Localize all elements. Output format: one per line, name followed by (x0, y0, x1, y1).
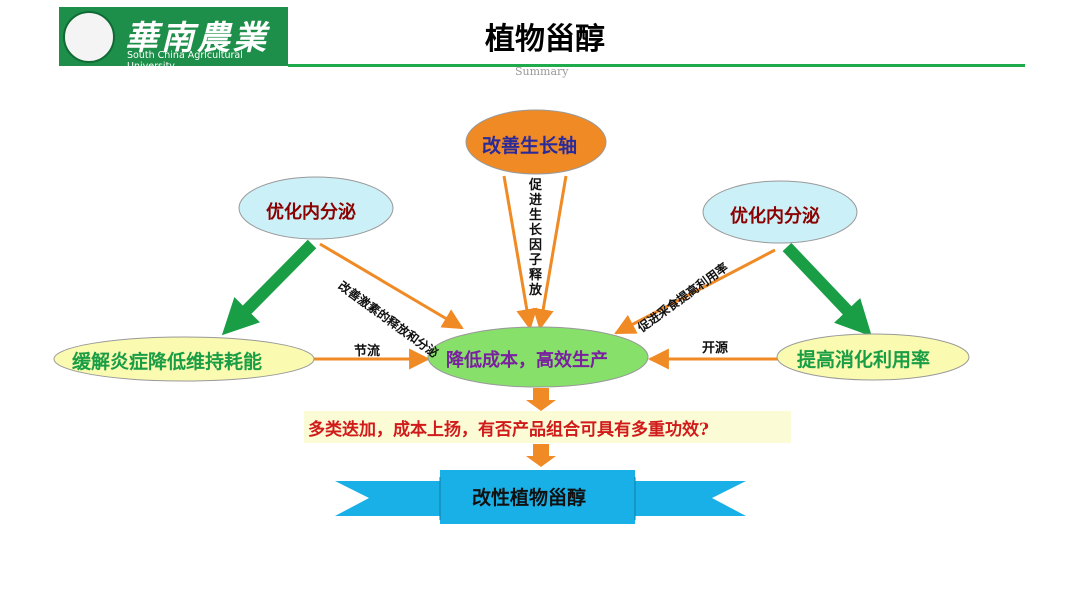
top-center-edge-label: 促进生长因子释放 (528, 178, 542, 298)
question-band (304, 411, 791, 443)
node-right-top-label: 优化内分泌 (730, 206, 820, 227)
page-subtitle: Summary (515, 65, 569, 78)
node-left (53, 336, 315, 382)
down-arrow-1 (526, 388, 556, 411)
top-arrow-left (502, 175, 538, 331)
right-diag-arrow (614, 248, 776, 335)
node-left-top-label: 优化内分泌 (266, 202, 356, 223)
left-arrow-label: 节流 (354, 344, 381, 359)
left-diag-arrow (319, 242, 464, 330)
question-text: 多类迭加，成本上扬，有否产品组合可具有多重功效? (308, 420, 709, 440)
down-arrow-2 (526, 444, 556, 467)
university-logo: 華南農業大學 South China Agricultural Universi… (59, 7, 288, 105)
header-divider (288, 64, 1025, 67)
university-seal-icon (63, 11, 115, 63)
node-left-top (238, 176, 394, 240)
node-top-label: 改善生长轴 (482, 135, 578, 157)
node-right-label: 提高消化利用率 (797, 349, 931, 371)
node-center-label: 降低成本，高效生产 (446, 350, 608, 371)
page-title: 植物甾醇 (485, 22, 605, 57)
result-banner-back (335, 470, 746, 524)
right-green-arrow (782, 242, 872, 337)
left-green-arrow (221, 239, 317, 336)
right-arrow-label: 开源 (702, 341, 729, 356)
result-banner-label: 改性植物甾醇 (472, 487, 587, 509)
node-left-label: 缓解炎症降低维持耗能 (72, 351, 263, 373)
logo-chinese-name: 華南農業大學 (125, 18, 269, 105)
node-right-top (702, 180, 858, 244)
logo-english-name: South China Agricultural University (127, 50, 243, 72)
node-top (465, 109, 607, 175)
node-center (427, 326, 649, 388)
top-arrow-right (532, 175, 568, 331)
node-right (776, 333, 970, 381)
